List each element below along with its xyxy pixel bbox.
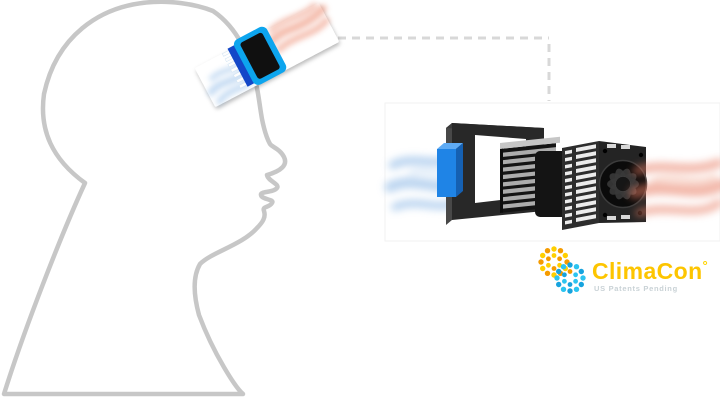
- forehead-device-group: [195, 2, 339, 107]
- exploded-view-panel: [384, 102, 720, 242]
- warm-airflow-head: [268, 2, 330, 53]
- forehead-cooler-device: [221, 26, 287, 89]
- climacon-wordmark: ClimaCon°: [592, 258, 708, 285]
- climacon-logo-mark gear-dots-icon: [538, 246, 586, 294]
- cool-gear-ring: [554, 262, 586, 294]
- enclosure-side-vents: [565, 144, 596, 225]
- vented-enclosure: [562, 141, 648, 230]
- enclosure-edge-vents: [607, 144, 630, 220]
- head-outline: [1, 0, 288, 397]
- device-body: [240, 32, 280, 79]
- warm-airflow-panel: [629, 158, 720, 217]
- climacon-name: ClimaCon: [592, 258, 703, 284]
- cold-plate: [437, 143, 463, 197]
- callout-connector-line: [324, 36, 551, 101]
- warm-gear-ring: [538, 246, 570, 278]
- climacon-tagline: US Patents Pending: [594, 284, 678, 293]
- device-heatsink-base: [227, 44, 256, 87]
- degree-mark: °: [702, 258, 709, 273]
